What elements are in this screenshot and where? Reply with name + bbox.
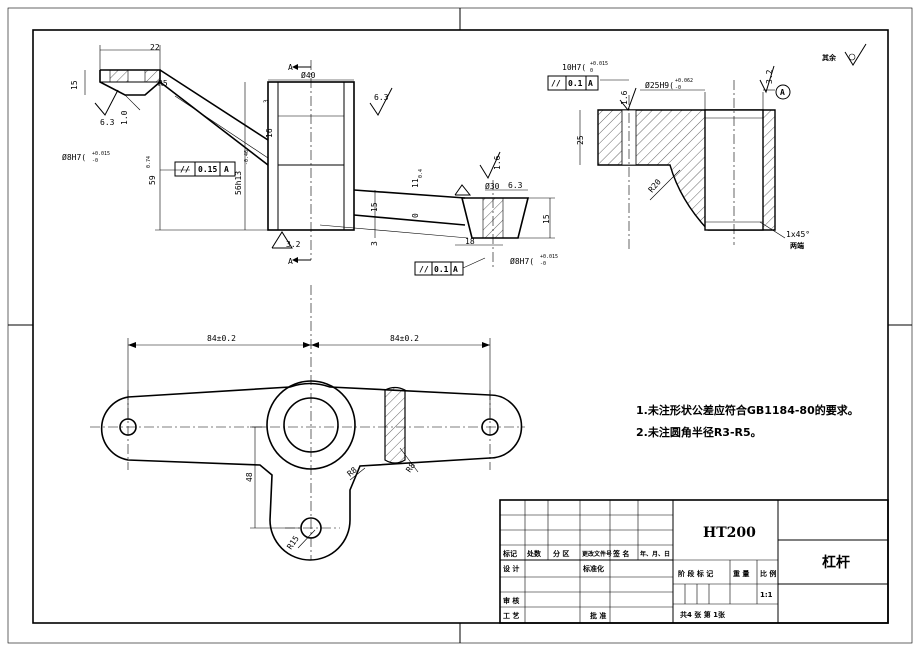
dim-15c: 15	[542, 214, 551, 224]
tol-frame-2-symbol: //	[551, 79, 561, 88]
tol-frame-3-symbol: //	[419, 265, 429, 274]
part-name: 杠杆	[822, 554, 850, 571]
section-view-a-a: 22 R5 15 1.0 6.3 Ø8H7( +0.015 -0 59 0.74…	[62, 43, 558, 276]
dim-25: 25	[576, 135, 585, 145]
ra-1-6-a: 1.6	[493, 155, 502, 170]
tol-frame-1-symbol: //	[180, 165, 190, 174]
dim-18: 18	[465, 237, 475, 246]
outer-frame	[7, 7, 913, 644]
material-label: HT200	[703, 525, 756, 541]
note-2: 2.未注圆角半径R3-R5。	[636, 425, 762, 439]
section-label-top: A	[288, 63, 293, 72]
dim-1-0: 1.0	[120, 110, 129, 125]
dim-22: 22	[150, 43, 160, 52]
datum-a-circle	[775, 84, 791, 100]
chamfer-note: 两端	[790, 241, 804, 250]
dim-56h13: 56h13	[234, 171, 243, 195]
tol-frame-3-datum: A	[453, 265, 458, 274]
tb-design: 设 计	[503, 564, 519, 573]
dim-3a: 3	[263, 99, 270, 103]
dim-16a: 16	[265, 128, 274, 138]
dim-84-left: 84±0.2	[207, 334, 236, 343]
tol-074: 0.74	[146, 156, 152, 168]
dim-15a: 15	[70, 80, 79, 90]
tb-sheet-info: 共4 张 第 1张	[680, 610, 726, 619]
other-surfaces-label: 其余	[822, 53, 837, 62]
tb-approve: 批 准	[590, 611, 606, 620]
tb-scale-label: 比 例	[760, 569, 776, 578]
ra-6-3-b: 6.3	[374, 93, 389, 102]
section-label-bottom: A	[288, 257, 293, 266]
tol-zero-d: -0	[675, 85, 681, 91]
dim-84-right: 84±0.2	[390, 334, 419, 343]
hub-section-view: // 0.1 A 10H7( +0.015 0 Ø25H9( +0.062 -0…	[547, 61, 810, 250]
ra-6-3-c: 6.3	[508, 181, 523, 190]
tol-062: +0.062	[675, 78, 693, 84]
tol-frame-1-datum: A	[224, 165, 229, 174]
datum-a-label: A	[780, 88, 785, 97]
dim-r20: R20	[647, 177, 663, 194]
dim-chamfer: 1x45°	[786, 230, 810, 239]
dim-3b: 3	[370, 241, 379, 246]
tb-standardize: 标准化	[582, 564, 604, 573]
tb-stage-mark: 阶 段 标 记	[678, 569, 713, 578]
dim-r15: R15	[285, 534, 301, 551]
dim-59: 59	[148, 175, 157, 185]
note-1: 1.未注形状公差应符合GB1184-80的要求。	[636, 403, 859, 417]
dim-phi8h7-right: Ø8H7(	[510, 256, 534, 266]
tol-zero-c: 0	[590, 68, 593, 74]
tol-frame-2-value: 0.1	[568, 79, 583, 88]
ra-3-2-b: 3.2	[765, 69, 774, 84]
tb-change-doc: 更改文件号	[582, 550, 612, 558]
dim-11: 11	[411, 178, 420, 188]
ra-3-2: 3.2	[286, 240, 301, 249]
tol-frame-2-datum: A	[588, 79, 593, 88]
dim-phi30: Ø30	[485, 181, 500, 191]
tb-zone: 分 区	[553, 549, 569, 558]
ra-6-3-a: 6.3	[100, 118, 115, 127]
tb-process: 工 艺	[503, 611, 519, 620]
tb-weight: 重 量	[733, 569, 749, 578]
dim-phi40: Ø40	[301, 70, 316, 80]
tol-015b: +0.015	[540, 254, 558, 260]
title-block: 标记 处数 分 区 更改文件号 签 名 年、月、日 设 计 标准化 审 核 工 …	[499, 499, 889, 624]
dim-phi8h7-left: Ø8H7(	[62, 152, 86, 162]
dim-0: 0	[411, 213, 420, 218]
dim-r5: R5	[158, 79, 168, 88]
tol-015c: +0.015	[590, 61, 608, 67]
tb-mark: 标记	[502, 549, 517, 558]
dim-10h7: 10H7(	[562, 63, 586, 72]
tb-date: 年、月、日	[640, 550, 670, 558]
ra-1-6-b: 1.6	[620, 90, 629, 105]
tol-frame-3-value: 0.1	[434, 265, 449, 274]
tb-review: 审 核	[503, 596, 519, 605]
tol-04: 0.4	[418, 169, 424, 178]
tol-046: -0.46	[244, 150, 250, 165]
tb-scale-value: 1:1	[760, 591, 773, 599]
dim-r8-a: R8	[346, 465, 359, 478]
tol-frame-1-value: 0.15	[198, 165, 217, 174]
roughness-rest-symbol	[844, 43, 867, 66]
dim-48: 48	[245, 472, 254, 482]
tb-sign: 签 名	[612, 549, 629, 558]
dim-phi25h9: Ø25H9(	[645, 80, 674, 90]
tb-count: 处数	[526, 549, 542, 558]
dim-15b: 15	[370, 202, 379, 212]
tol-plus-015: +0.015	[92, 151, 110, 157]
tol-zero-b: -0	[540, 261, 546, 267]
plan-view: 84±0.2 84±0.2 48 R15 R8 R8	[90, 285, 525, 561]
tol-zero: -0	[92, 158, 98, 164]
